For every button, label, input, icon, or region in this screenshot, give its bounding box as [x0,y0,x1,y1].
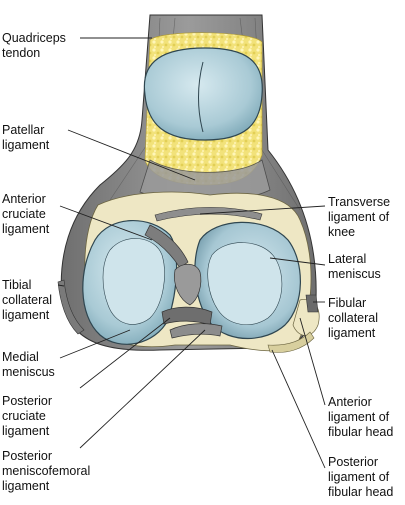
patella-ridge [198,61,204,133]
label-fibular-collateral-ligament: Fibular collateral ligament [328,296,379,340]
posterior-meniscofemoral-ligament-shape [169,323,223,339]
label-posterior-ligament-of-fibular-head: Posterior ligament of fibular head [328,455,394,499]
label-posterior-cruciate-ligament: Posterior cruciate ligament [2,394,53,438]
label-posterior-meniscofemoral-ligament: Posterior meniscofemoral ligament [2,449,91,493]
label-quadriceps-tendon: Quadriceps tendon [2,31,66,60]
leader-lines [57,37,326,469]
label-tibial-collateral-ligament: Tibial collateral ligament [2,278,53,322]
label-patellar-ligament: Patellar ligament [2,123,50,152]
label-medial-meniscus: Medial meniscus [2,350,55,379]
label-anterior-cruciate-ligament: Anterior cruciate ligament [2,192,50,236]
posterior-fibular-head-ligament-shape [267,331,315,353]
label-transverse-ligament-of-knee: Transverse ligament of knee [328,195,391,239]
intercondylar-tissue [174,263,202,306]
lateral-condyle-surface [207,242,283,325]
fibular-collateral-ligament-shape [305,294,319,313]
medial-condyle-surface [102,238,165,325]
patella [143,47,263,141]
tibial-collateral-ligament-shape [57,279,85,335]
label-anterior-ligament-of-fibular-head: Anterior ligament of fibular head [328,395,394,439]
transverse-ligament-shape [154,207,263,222]
label-lateral-meniscus: Lateral meniscus [328,252,381,281]
